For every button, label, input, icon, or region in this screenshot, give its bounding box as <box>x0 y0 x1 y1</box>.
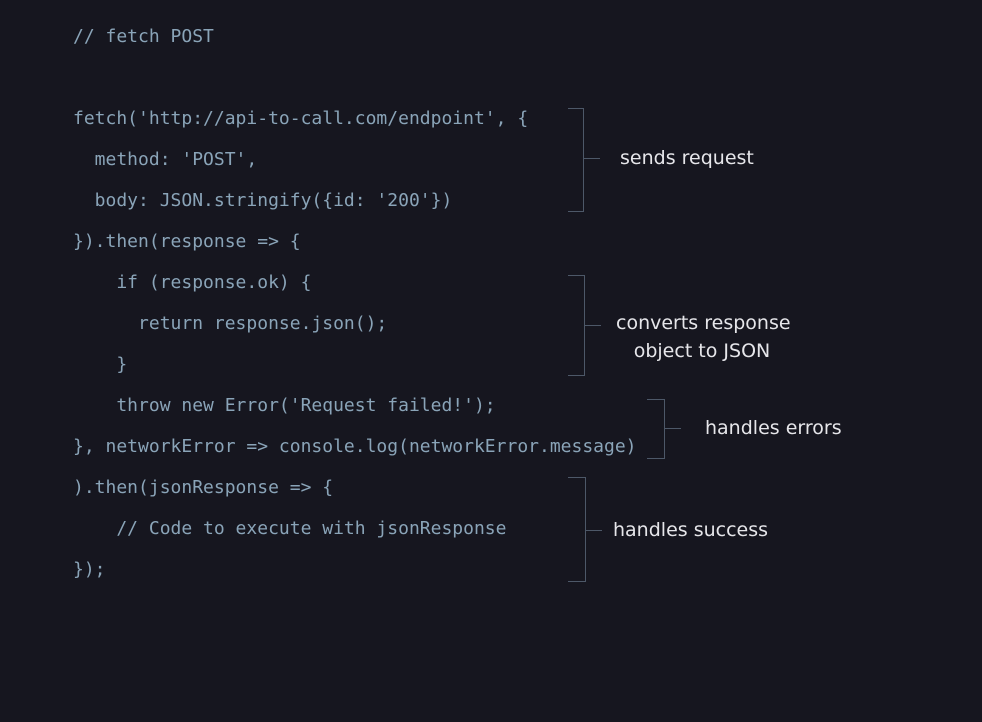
annotation-text: sends request <box>620 147 754 169</box>
code-line: // Code to execute with jsonResponse <box>73 518 507 539</box>
annotation-label: handles errors <box>705 414 842 442</box>
annotation-label: handles success <box>613 516 768 544</box>
code-line: }, networkError => console.log(networkEr… <box>73 436 637 457</box>
annotation-text: object to JSON <box>633 340 771 362</box>
code-line: fetch('http://api-to-call.com/endpoint',… <box>73 108 529 129</box>
bracket-tick <box>586 530 602 531</box>
annotation-text: handles errors <box>705 417 842 439</box>
bracket <box>568 275 585 376</box>
bracket-tick <box>584 158 600 159</box>
bracket-tick <box>585 325 601 326</box>
code-line: body: JSON.stringify({id: '200'}) <box>73 190 453 211</box>
bracket <box>647 399 665 459</box>
annotation-label: converts response object to JSON <box>616 309 791 365</box>
code-line: return response.json(); <box>73 313 388 334</box>
code-line: ).then(jsonResponse => { <box>73 477 334 498</box>
bracket-tick <box>665 428 681 429</box>
annotation-label: sends request <box>620 144 754 172</box>
code-line: method: 'POST', <box>73 149 258 170</box>
code-line: } <box>73 354 128 375</box>
annotation-text: handles success <box>613 519 769 541</box>
annotation-text: converts response <box>616 312 791 334</box>
code-line: }); <box>73 559 106 580</box>
code-line: }).then(response => { <box>73 231 301 252</box>
code-line: // fetch POST <box>73 26 214 47</box>
bracket <box>568 477 586 582</box>
bracket <box>568 108 584 212</box>
code-line: throw new Error('Request failed!'); <box>73 395 496 416</box>
code-line: if (response.ok) { <box>73 272 312 293</box>
